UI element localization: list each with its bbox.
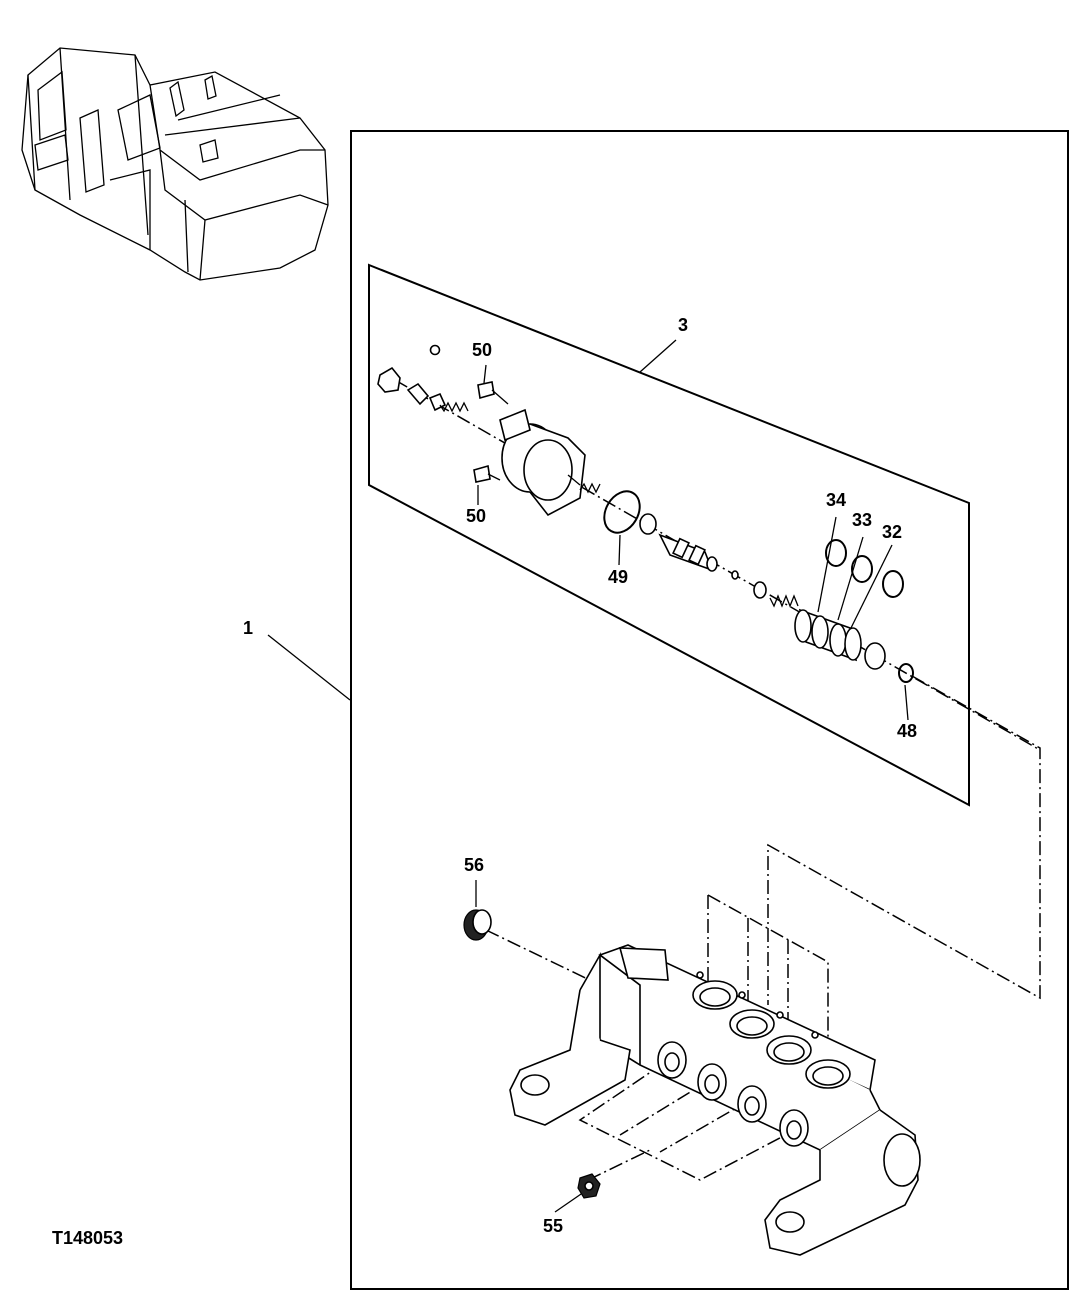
assembly-frame [350, 130, 1069, 1290]
plug-56 [463, 909, 492, 941]
callout-labels: 1 3 50 50 49 34 33 32 48 56 55 [243, 315, 917, 1236]
callout-48: 48 [897, 721, 917, 741]
nut-55 [577, 1173, 601, 1199]
excavator-thumbnail [21, 47, 329, 281]
callout-50-bottom: 50 [466, 506, 486, 526]
callout-56: 56 [464, 855, 484, 875]
figure-id: T148053 [52, 1228, 123, 1248]
solenoid-valve-parts [377, 344, 1041, 751]
callout-34: 34 [826, 490, 846, 510]
callout-50-top: 50 [472, 340, 492, 360]
leader-lines [267, 339, 909, 1213]
callout-32: 32 [882, 522, 902, 542]
callout-55: 55 [543, 1216, 563, 1236]
callout-49: 49 [608, 567, 628, 587]
connector-dashes [485, 675, 1041, 1181]
valve-body [509, 944, 921, 1256]
callout-3: 3 [678, 315, 688, 335]
callout-1: 1 [243, 618, 253, 638]
callout-33: 33 [852, 510, 872, 530]
valve-subassembly-box [368, 263, 970, 807]
